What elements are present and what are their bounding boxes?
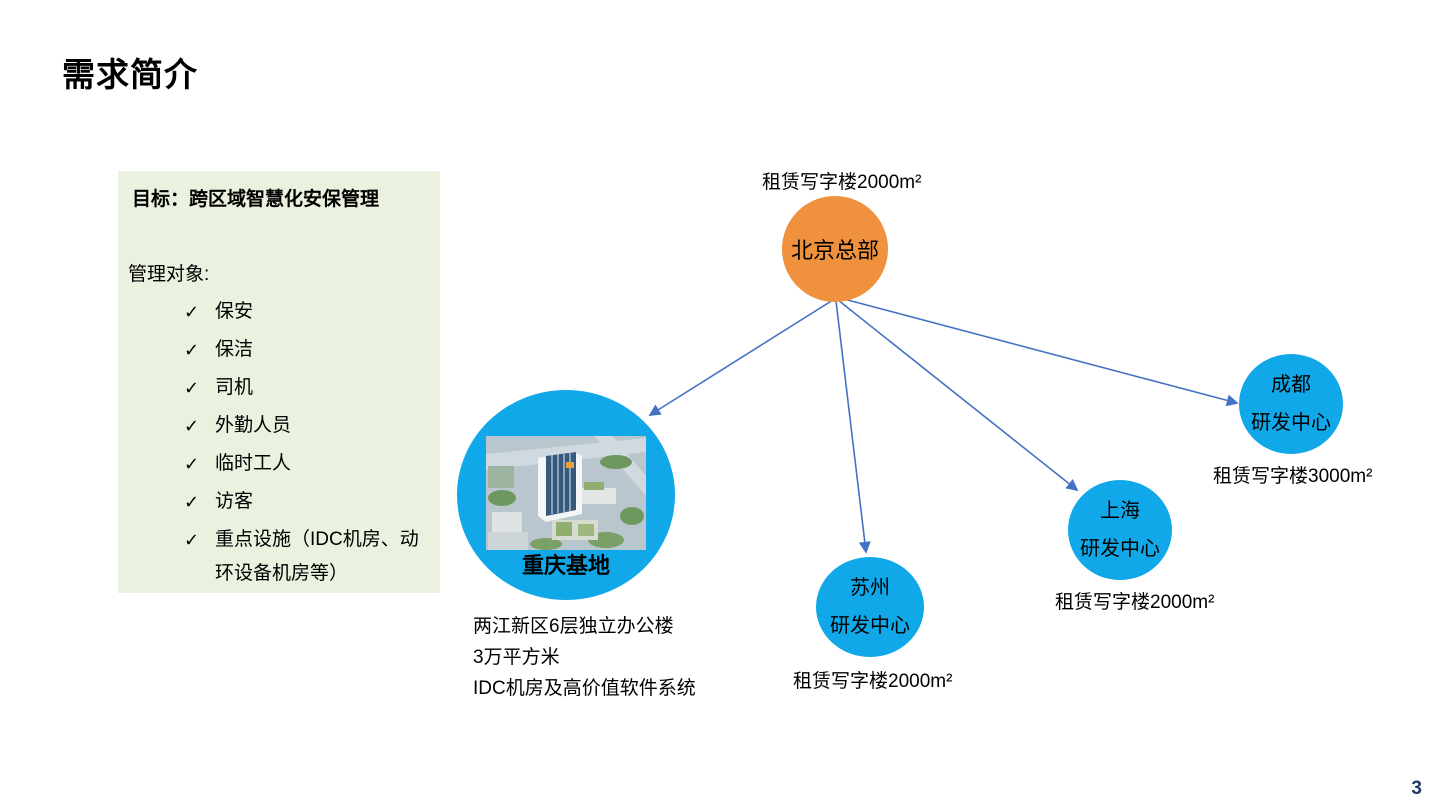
list-item: ✓ 保安 (184, 295, 429, 329)
goal-subtitle: 管理对象: (128, 264, 210, 285)
suzhou-type-label: 研发中心 (830, 615, 910, 637)
list-item: ✓ 临时工人 (184, 447, 429, 481)
arrow-hq-to-suzhou (835, 300, 871, 554)
checkmark-icon: ✓ (184, 416, 200, 436)
goal-item-label: 保安 (215, 301, 254, 322)
page-title: 需求简介 (62, 56, 198, 93)
node-shanghai-rd-center: 上海 研发中心 (1068, 480, 1172, 580)
node-suzhou-rd-center: 苏州 研发中心 (816, 557, 924, 657)
chongqing-detail-line: 两江新区6层独立办公楼 (473, 616, 674, 637)
checkmark-icon: ✓ (184, 492, 200, 512)
list-item: ✓ 重点设施（IDC机房、动环设备机房等） (184, 523, 429, 591)
node-chongqing-base: 重庆基地 (457, 390, 675, 600)
suzhou-note: 租赁写字楼2000m² (793, 671, 953, 692)
arrow-hq-to-chengdu (839, 297, 1239, 407)
chongqing-label: 重庆基地 (521, 553, 610, 578)
shanghai-note: 租赁写字楼2000m² (1055, 592, 1215, 613)
goal-item-label: 访客 (215, 491, 254, 512)
checkmark-icon: ✓ (184, 378, 200, 398)
goal-item-label: 临时工人 (215, 453, 292, 474)
list-item: ✓ 外勤人员 (184, 409, 429, 443)
checkmark-icon: ✓ (184, 340, 200, 360)
list-item: ✓ 访客 (184, 485, 429, 519)
node-beijing-hq: 北京总部 (782, 196, 888, 302)
chengdu-note: 租赁写字楼3000m² (1213, 466, 1373, 487)
arrow-hq-to-shanghai (837, 299, 1079, 492)
arrow-hq-to-chongqing (648, 299, 834, 416)
chengdu-city-label: 成都 (1271, 374, 1311, 396)
chongqing-detail-line: 3万平方米 (473, 647, 560, 668)
goal-item-label: 司机 (215, 377, 254, 398)
goal-list: ✓ 保安 ✓ 保洁 ✓ 司机 ✓ 外勤人员 ✓ 临时工人 ✓ 访客 (184, 295, 429, 595)
goal-item-label: 保洁 (215, 339, 254, 360)
chengdu-type-label: 研发中心 (1251, 412, 1331, 434)
beijing-note: 租赁写字楼2000m² (762, 172, 922, 193)
node-chengdu-rd-center: 成都 研发中心 (1239, 354, 1343, 454)
goal-item-label: 重点设施（IDC机房、动环设备机房等） (215, 529, 419, 584)
shanghai-city-label: 上海 (1100, 500, 1140, 522)
page-number: 3 (1411, 778, 1422, 799)
beijing-label: 北京总部 (790, 238, 879, 263)
chongqing-detail-line: IDC机房及高价值软件系统 (473, 678, 696, 699)
chongqing-campus-aerial-photo (486, 436, 646, 550)
list-item: ✓ 保洁 (184, 333, 429, 367)
checkmark-icon: ✓ (184, 530, 200, 550)
checkmark-icon: ✓ (184, 454, 200, 474)
list-item: ✓ 司机 (184, 371, 429, 405)
goal-title: 目标：跨区域智慧化安保管理 (132, 189, 380, 210)
goal-item-label: 外勤人员 (215, 415, 292, 436)
checkmark-icon: ✓ (184, 302, 200, 322)
goal-panel: 目标：跨区域智慧化安保管理 管理对象: ✓ 保安 ✓ 保洁 ✓ 司机 ✓ 外勤人… (118, 171, 440, 593)
chongqing-details: 两江新区6层独立办公楼 3万平方米 IDC机房及高价值软件系统 (473, 611, 696, 704)
shanghai-type-label: 研发中心 (1080, 538, 1160, 560)
suzhou-city-label: 苏州 (850, 577, 890, 599)
